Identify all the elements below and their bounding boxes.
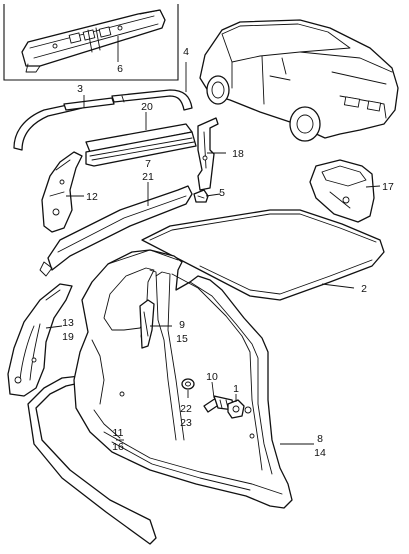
part-8-14-side-panel: [73, 249, 293, 509]
callout-8: 8: [317, 433, 323, 445]
callout-21: 21: [142, 171, 154, 183]
car-reference-illustration: [199, 19, 399, 142]
callout-16: 16: [112, 441, 124, 453]
part-5-clip: [193, 189, 209, 203]
callout-14: 14: [314, 447, 326, 459]
callout-12: 12: [86, 191, 98, 203]
callout-11: 11: [113, 427, 124, 439]
part-18-pillar-bracket: [197, 117, 219, 191]
callout-18: 18: [232, 148, 244, 160]
part-2-roof-panel: [141, 209, 385, 301]
callout-5: 5: [219, 187, 225, 199]
callout-15: 15: [176, 333, 188, 345]
inset-box-part-6: [3, 4, 179, 81]
callout-13: 13: [62, 317, 74, 329]
callout-4: 4: [183, 46, 189, 58]
callout-3: 3: [77, 83, 83, 95]
part-1-nut: [227, 399, 245, 419]
callout-2: 2: [361, 283, 367, 295]
part-20-roof-reinforcement: [85, 123, 197, 167]
callout-10: 10: [206, 371, 218, 383]
part-13-19-wheel-house: [7, 283, 73, 397]
part-22-washer: [181, 378, 195, 390]
callout-19: 19: [62, 331, 74, 343]
callout-17: 17: [382, 181, 394, 193]
callout-20: 20: [141, 101, 153, 113]
part-4-roof-molding-right: [111, 89, 193, 111]
callout-7: 7: [145, 158, 151, 170]
part-12-quarter-inner: [41, 151, 83, 233]
callout-23: 23: [180, 417, 192, 429]
part-9-15-center-pillar: [139, 299, 155, 349]
callout-1: 1: [233, 383, 239, 395]
callout-6: 6: [117, 63, 123, 75]
leader-lines: [45, 36, 381, 445]
part-10-bolt: [203, 395, 235, 413]
part-17-fuel-filler-housing: [309, 159, 375, 223]
callout-22: 22: [180, 403, 192, 415]
callout-9: 9: [179, 319, 185, 331]
part-3-roof-molding: [13, 97, 115, 151]
part-7-21-side-gutter: [39, 185, 193, 277]
callout-labels: 6 3 4 20 18 7 21 5 17 12 2 13 19 9 15 10…: [62, 46, 394, 459]
